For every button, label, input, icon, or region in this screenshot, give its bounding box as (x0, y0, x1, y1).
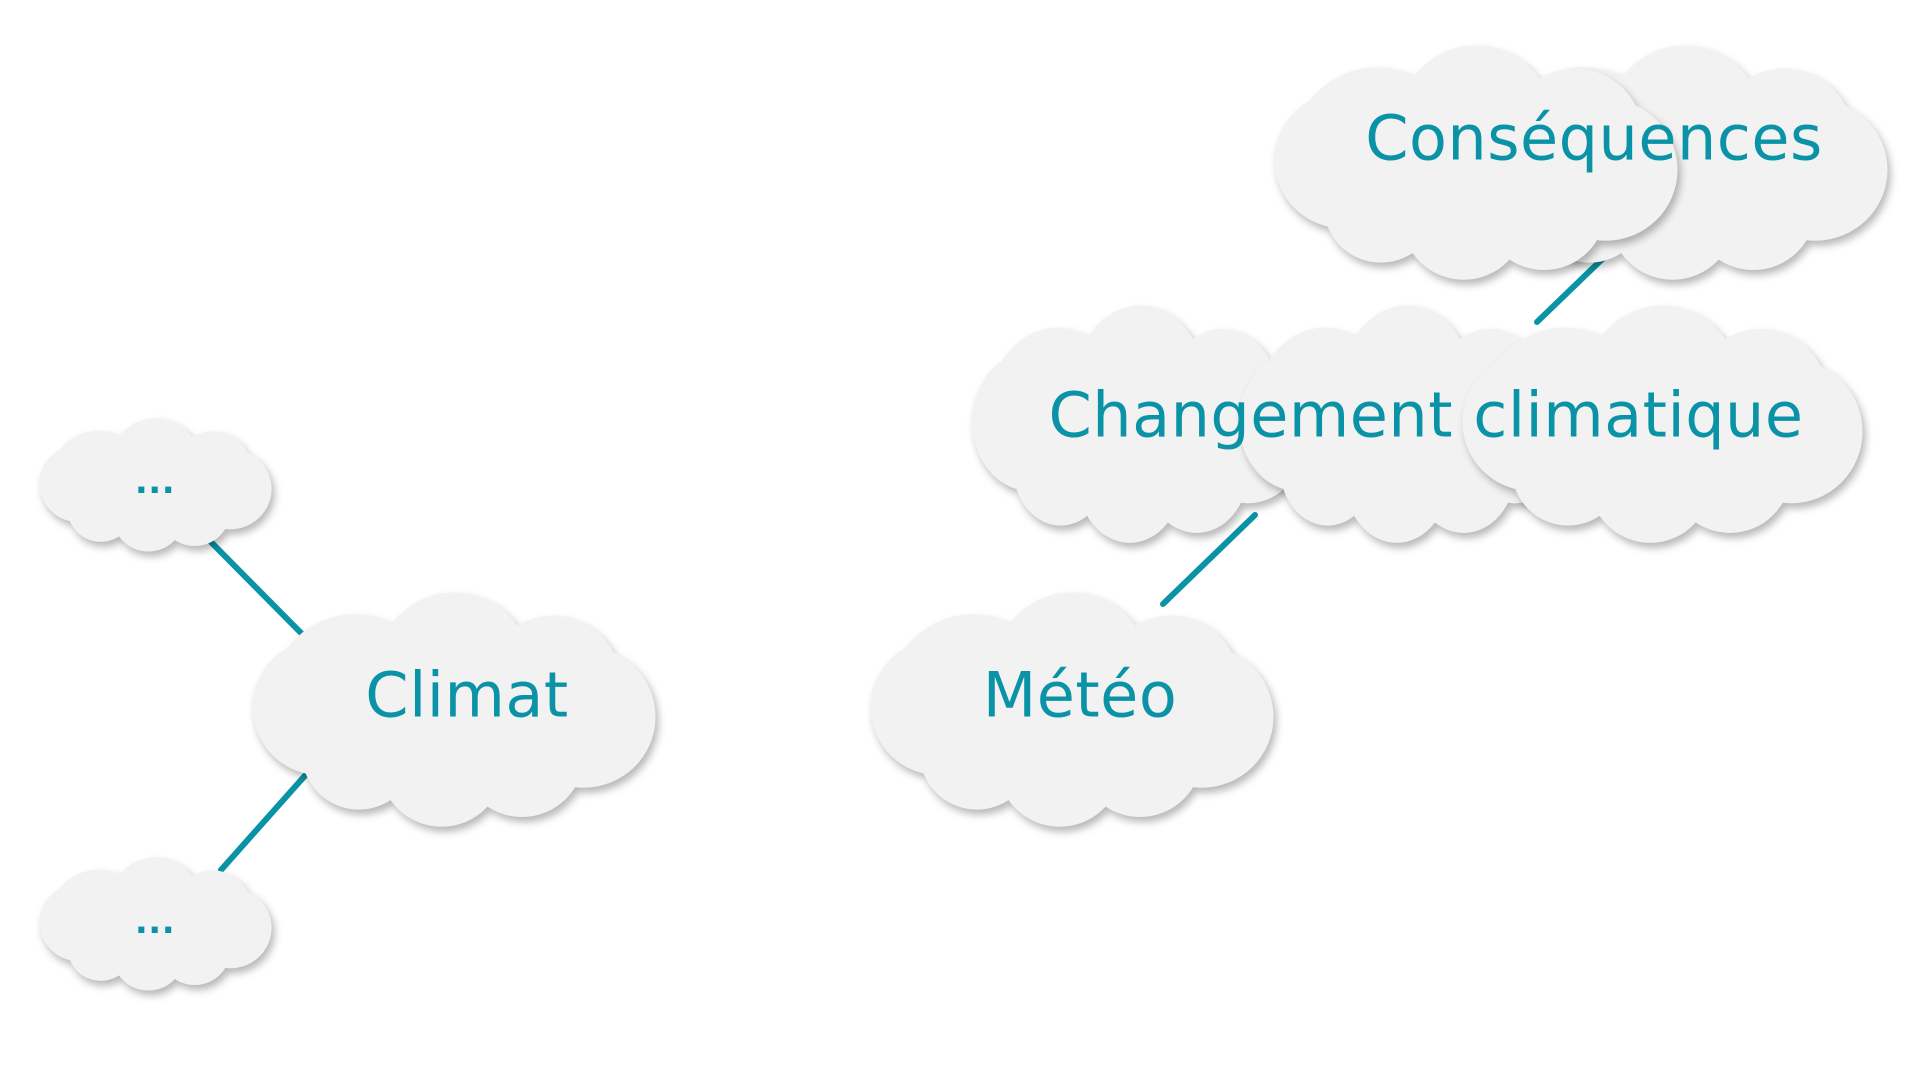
node-label-consequences: Conséquences (1365, 101, 1823, 175)
node-label-sub-bottom: ... (134, 902, 176, 942)
node-label-sub-top: ... (134, 462, 176, 502)
link-climat-bottom (218, 767, 313, 873)
link-meteo-changement (1160, 512, 1258, 607)
node-label-climat: Climat (365, 658, 569, 732)
node-label-changement: Changement climatique (1048, 378, 1804, 452)
node-label-meteo: Météo (982, 658, 1178, 732)
link-climat-top (202, 533, 313, 645)
